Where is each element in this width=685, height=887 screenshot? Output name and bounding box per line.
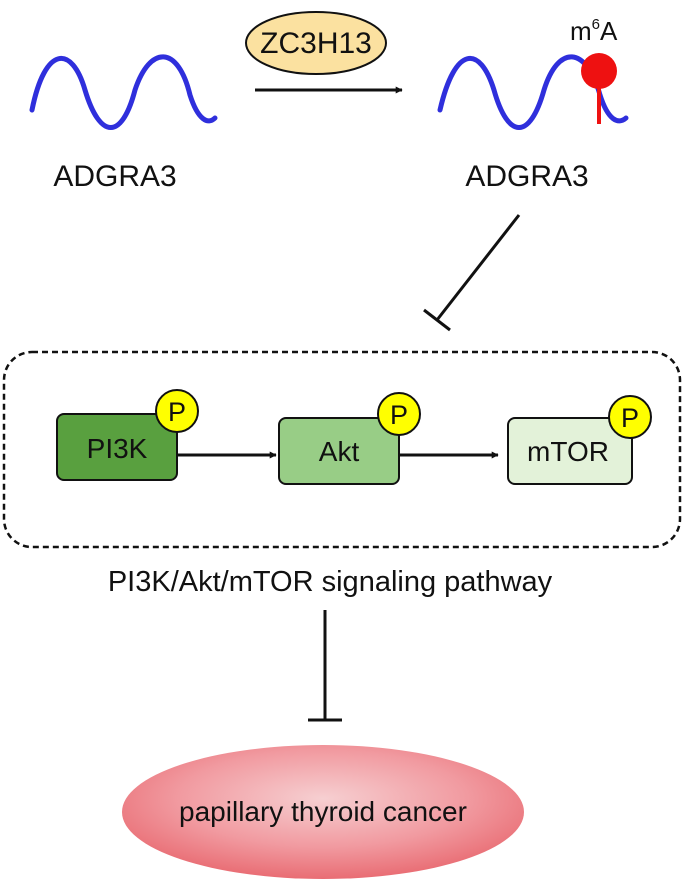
mtor-phospho-label: P: [621, 403, 639, 433]
rna-right-wave: [437, 54, 629, 130]
rna-right: m6A ADGRA3: [437, 16, 629, 193]
mtor-node: mTOR P: [507, 395, 652, 485]
phospho-icon: [608, 395, 652, 439]
pathway-box: [2, 350, 682, 549]
enzyme-label: ZC3H13: [260, 27, 372, 60]
akt-node: Akt P: [278, 392, 421, 485]
pi3k-box: [56, 413, 178, 481]
akt-label: Akt: [319, 436, 360, 467]
enzyme: ZC3H13: [245, 11, 387, 75]
phospho-icon: [155, 389, 199, 433]
rna-left-label: ADGRA3: [53, 160, 176, 193]
phospho-icon: [377, 392, 421, 436]
cancer-ellipse: [122, 745, 524, 879]
akt-phospho-label: P: [390, 400, 408, 430]
pi3k-label: PI3K: [87, 433, 148, 464]
enzyme-ellipse: [245, 11, 387, 75]
inhibition-to-cancer: [308, 610, 342, 722]
inhibition-to-pathway: [423, 214, 521, 332]
pi3k-node: PI3K P: [56, 389, 199, 481]
m6a-label: m6A: [570, 16, 618, 46]
m6a-mark-icon: [581, 53, 617, 89]
pathway-caption: PI3K/Akt/mTOR signaling pathway: [108, 566, 553, 598]
rna-right-label: ADGRA3: [465, 160, 588, 193]
rna-left-wave: [29, 54, 218, 130]
pi3k-phospho-label: P: [168, 397, 186, 427]
rna-left: ADGRA3: [29, 54, 218, 193]
mtor-box: [507, 417, 633, 485]
cancer-outcome: papillary thyroid cancer: [122, 745, 524, 879]
akt-box: [278, 417, 400, 485]
cancer-label: papillary thyroid cancer: [179, 796, 467, 827]
mtor-label: mTOR: [527, 436, 609, 467]
